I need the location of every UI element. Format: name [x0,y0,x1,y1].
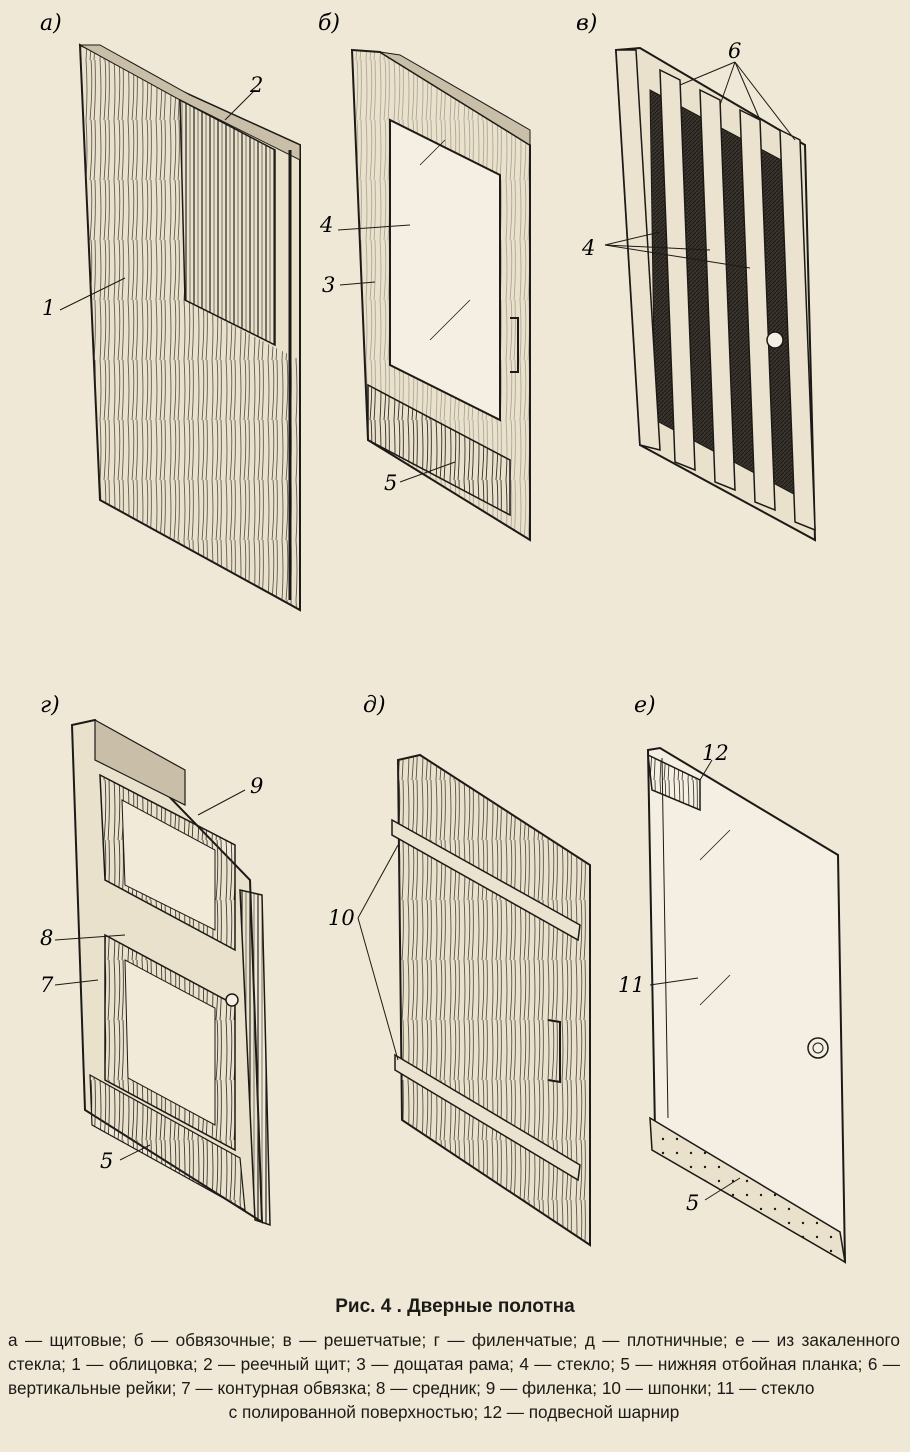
caption-last-line: с полированной поверхностью; 12 — подвес… [228,1402,680,1422]
number-12: 12 [702,741,729,765]
number-3: 3 [322,273,335,297]
label-g: г) [40,693,60,718]
label-e: е) [634,693,656,718]
door-panel-a: а) 1 2 [40,11,301,612]
number-8: 8 [40,926,53,950]
door-panel-g: г) 9 8 7 5 [40,693,271,1227]
door-panel-d: д) 10 [328,693,591,1247]
label-b: б) [318,11,340,36]
figure-title: Рис. 4 . Дверные полотна [335,1296,575,1317]
number-9: 9 [250,774,263,798]
number-7: 7 [40,973,54,997]
door-panel-e: е) 12 11 5 [618,693,847,1264]
number-5: 5 [384,471,397,495]
number-2: 2 [249,73,263,97]
label-v: в) [576,11,597,36]
caption-legend: а — щитовые; б — обвязочные; в — решетча… [8,1330,900,1398]
number-6: 6 [728,39,741,63]
number-10: 10 [328,906,355,930]
label-a: а) [40,11,62,36]
number-11: 11 [618,973,645,997]
door-panel-v: в) 6 4 [576,11,817,542]
number-4: 4 [319,213,333,237]
number-1: 1 [42,296,55,320]
number-5-g: 5 [100,1149,113,1173]
door-leaves-figure: а) 1 2 б) 4 3 5 в) [40,11,847,1264]
number-4-v: 4 [581,236,595,260]
label-d: д) [363,693,386,718]
door-panel-b: б) 4 3 5 [318,11,531,542]
figure-caption: а — щитовые; б — обвязочные; в — решетча… [8,1328,900,1424]
number-5-e: 5 [686,1191,699,1215]
